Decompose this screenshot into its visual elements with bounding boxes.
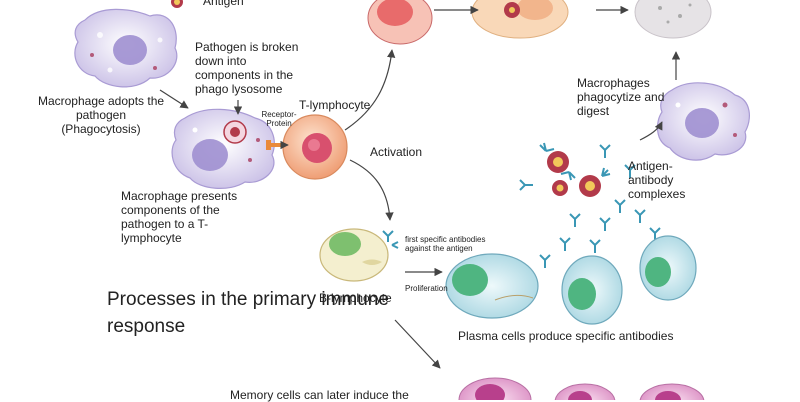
antigen-antibody-complex-2	[579, 167, 611, 197]
label-receptor-protein: Receptor-Protein	[261, 110, 297, 128]
macrophage-right	[656, 82, 750, 161]
b-cell-antibodies	[382, 230, 399, 249]
label-proliferation: Proliferation	[405, 284, 448, 293]
t-lymphocyte-cell	[282, 114, 348, 180]
arrow-to-memory	[394, 319, 441, 369]
label-first-specific-antibodies: first specific antibodies against the an…	[405, 235, 486, 253]
memory-cell-1	[458, 377, 532, 400]
label-antigen: Antigen	[203, 0, 244, 8]
macrophage-presenting	[171, 108, 275, 189]
label-macrophages-phagocytize: Macrophages phagocytize and digest	[577, 76, 665, 118]
memory-cell-3	[639, 383, 705, 400]
label-pathogen-broken-down: Pathogen is broken down into components …	[195, 40, 299, 96]
label-macrophage-presents: Macrophage presents components of the pa…	[121, 189, 238, 245]
antigen-antibody-complex-3	[552, 180, 568, 196]
destroyed-cell-debris	[634, 0, 712, 39]
arrow-t-to-top	[344, 49, 396, 131]
label-antigen-antibody: Antigen-antibody complexes	[628, 159, 686, 201]
plasma-cell-1	[445, 253, 539, 319]
label-memory-cells: Memory cells can later induce the	[230, 388, 409, 402]
receptor-protein	[266, 140, 284, 150]
label-activation: Activation	[370, 145, 423, 159]
arrow-complex-to-macrophage	[639, 121, 663, 141]
plasma-cell-3	[639, 235, 697, 301]
arrow-macrophage-down	[159, 89, 189, 109]
flow-arrows	[159, 5, 681, 369]
activated-red-cell	[367, 0, 433, 45]
effector-cell	[471, 0, 569, 39]
b-lymphocyte-cell	[319, 228, 389, 282]
label-plasma-cells: Plasma cells produce specific antibodies	[458, 329, 674, 343]
diagram-title: Processes in the primary immune response	[107, 289, 389, 337]
label-b-lymphocyte: B-lymphocyte	[319, 291, 392, 305]
memory-cell-2	[554, 383, 616, 400]
label-macrophage-adopts: Macrophage adopts the pathogen (Phagocyt…	[37, 94, 165, 136]
antigen-antibody-complex-1	[539, 142, 576, 181]
arrow-t-to-b	[349, 159, 394, 221]
label-t-lymphocyte: T-lymphocyte	[299, 98, 371, 112]
plasma-cell-2	[561, 255, 623, 325]
macrophage-top-left	[74, 8, 178, 88]
antigen-virus-top	[171, 0, 183, 8]
